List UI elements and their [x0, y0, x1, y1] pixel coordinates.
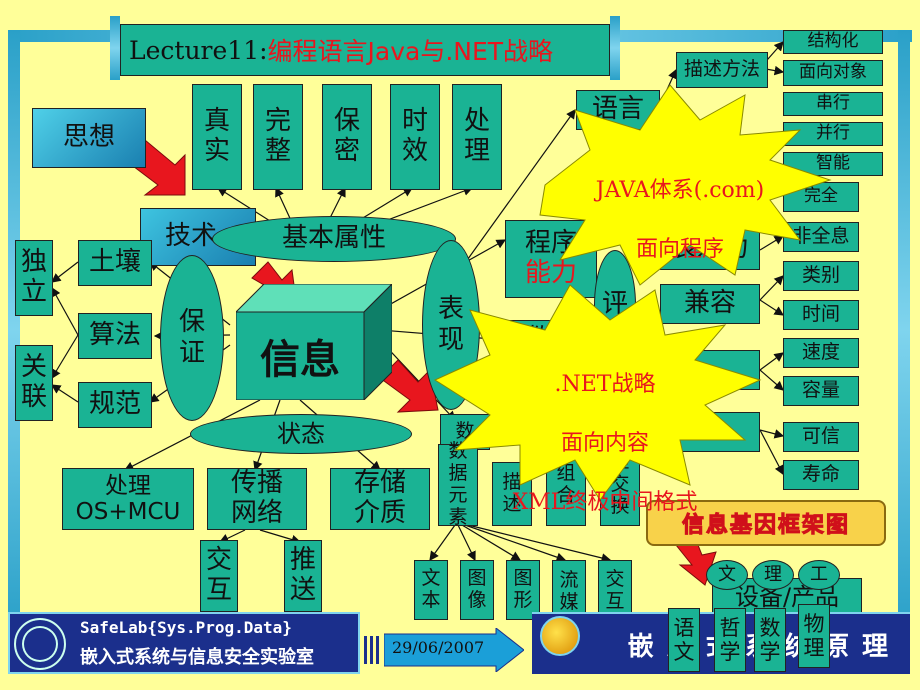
process-box: 处理 OS+MCU	[62, 468, 194, 530]
frame-post-right	[610, 16, 620, 80]
logo-line2: 嵌入式系统与信息安全实验室	[80, 647, 314, 668]
university-seal-icon	[14, 618, 66, 670]
media-text: 文 本	[414, 560, 448, 620]
independent-box: 独 立	[15, 240, 53, 316]
right-parallel: 并行	[783, 122, 883, 146]
logo-text: SafeLab{Sys.Prog.Data} 嵌入式系统与信息安全实验室	[80, 618, 358, 669]
date-arrow-shape	[384, 628, 524, 672]
guarantee-ellipse: 保 证	[160, 255, 224, 421]
algorithm-box: 算法	[78, 313, 152, 359]
burst-java-text: JAVA体系(.com) 面向程序	[560, 146, 800, 265]
logo-line1: SafeLab{Sys.Prog.Data}	[80, 618, 292, 637]
interact-box: 交 互	[200, 540, 238, 612]
attr-secret: 保 密	[322, 84, 372, 190]
spread-box: 传播 网络	[207, 468, 307, 530]
right-speed: 速度	[783, 338, 859, 368]
discipline-physics: 物 理	[798, 604, 830, 668]
describe-method-box: 描述方法	[676, 52, 768, 88]
burst-net-line2: 面向内容	[560, 431, 649, 457]
date-arrow: 29/06/2007	[384, 628, 524, 672]
attr-timely: 时 效	[390, 84, 440, 190]
discipline-math: 数 学	[754, 608, 786, 672]
right-capacity: 容量	[783, 376, 859, 406]
right-time: 时间	[783, 300, 859, 330]
compat-box: 兼容	[660, 284, 760, 324]
date-label: 29/06/2007	[392, 638, 485, 657]
related-box: 关 联	[15, 345, 53, 421]
attr-process: 处 理	[452, 84, 502, 190]
burst-java-line1: JAVA体系(.com)	[595, 177, 765, 203]
frame-right	[898, 30, 910, 630]
thinking-box: 思想	[32, 108, 146, 168]
scroll-label: 信息基因框架图	[681, 513, 850, 539]
push-box: 推 送	[284, 540, 322, 612]
burst-net-line3: XML终极中间格式	[512, 490, 698, 516]
media-image: 图 像	[460, 560, 494, 620]
right-oop: 面向对象	[783, 60, 883, 86]
storage-box: 存储 介质	[330, 468, 430, 530]
scroll-banner: 信息基因框架图	[646, 500, 886, 546]
right-structured: 结构化	[783, 30, 883, 54]
media-graphic: 图 形	[506, 560, 540, 620]
title-main: 编程语言Java与.NET战略	[267, 37, 554, 66]
attr-real: 真 实	[192, 84, 242, 190]
wlg-wen: 文	[706, 560, 748, 590]
date-stripes	[364, 636, 382, 664]
title-prefix: Lecture11:	[129, 35, 268, 65]
wlg-gong: 工	[798, 560, 840, 590]
right-serial: 串行	[783, 92, 883, 116]
discipline-philosophy: 哲 学	[714, 608, 746, 672]
info-label: 信息	[260, 337, 340, 383]
discipline-chinese: 语 文	[668, 608, 700, 672]
info-cube-shape	[236, 284, 392, 400]
logo-block: SafeLab{Sys.Prog.Data} 嵌入式系统与信息安全实验室	[8, 612, 360, 674]
wlg-li: 理	[752, 560, 794, 590]
burst-java-line2: 面向程序	[635, 237, 724, 263]
language-box: 语言	[576, 90, 660, 130]
title-bar: Lecture11: 编程语言Java与.NET战略	[120, 24, 610, 76]
globe-icon	[540, 616, 580, 656]
frame-post-left	[110, 16, 120, 80]
attr-complete: 完 整	[253, 84, 303, 190]
info-cube: 信息	[236, 284, 392, 400]
state-ellipse: 状态	[190, 414, 412, 454]
frame-left	[8, 30, 20, 630]
basic-property-ellipse: 基本属性	[212, 216, 456, 262]
soil-box: 土壤	[78, 240, 152, 286]
right-trust: 可信	[783, 422, 859, 452]
burst-net-line1: .NET战略	[554, 371, 656, 397]
right-category: 类别	[783, 261, 859, 291]
right-life: 寿命	[783, 460, 859, 490]
burst-net-text: .NET战略 面向内容 XML终极中间格式	[460, 340, 750, 518]
spec-box: 规范	[78, 382, 152, 428]
